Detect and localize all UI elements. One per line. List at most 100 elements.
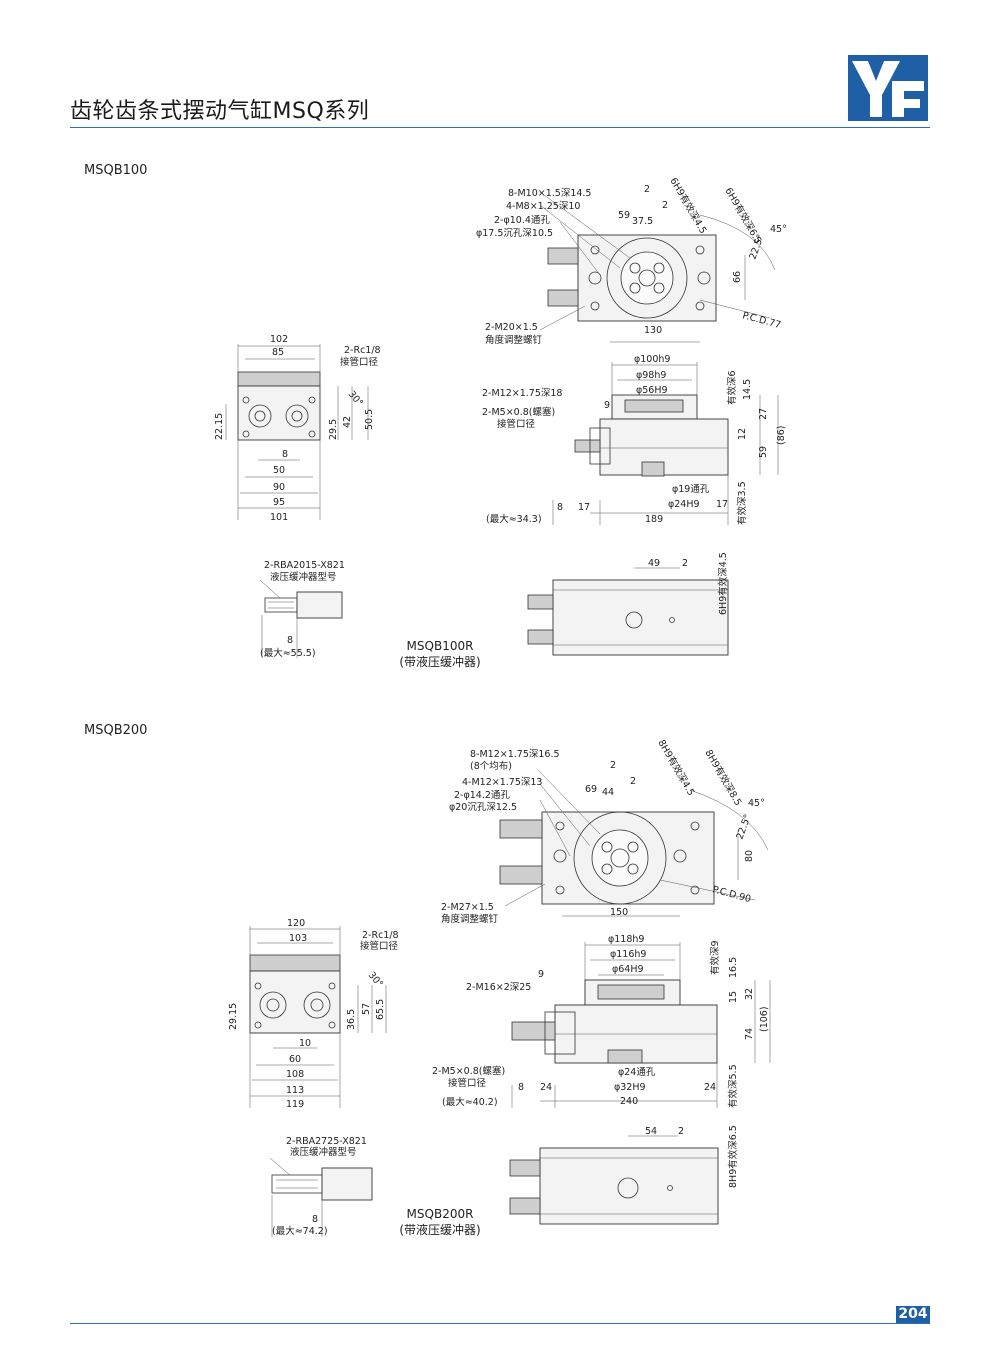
dim-95: 95: [273, 497, 285, 508]
dim-120: 120: [287, 918, 305, 929]
dim-6h9-a: 6H9有效深4.5: [667, 176, 709, 236]
dim-37-5: 37.5: [632, 216, 653, 227]
dim-66: 66: [732, 271, 743, 283]
dim-6h9-eff: 6H9有效深4.5: [717, 552, 729, 615]
dim-113: 113: [286, 1085, 304, 1096]
page-title: 齿轮齿条式摆动气缸MSQ系列: [70, 99, 370, 124]
dim-189: 189: [645, 514, 663, 525]
dim-49: 49: [648, 558, 660, 569]
note-port: 接管口径: [448, 1077, 487, 1089]
dim-30deg: 30°: [346, 389, 365, 409]
dim-17a: 17: [578, 502, 590, 513]
dim-eff-depth-6: 有效深6: [726, 370, 738, 405]
dim-24a: 24: [540, 1082, 552, 1093]
note-m10: 8-M10×1.5深14.5: [508, 188, 591, 199]
msqb200-front-view: [511, 942, 771, 1108]
msqb100-top-view: [539, 191, 776, 343]
dim-phi98: φ98h9: [636, 370, 666, 381]
note-rc18: 2-Rc1/8: [344, 345, 381, 356]
note-m20: 2-M20×1.5: [485, 322, 538, 333]
dim-240: 240: [620, 1096, 638, 1107]
dim-130: 130: [644, 325, 662, 336]
note-8-even: (8个均布): [470, 760, 512, 772]
dim-17b: 17: [716, 499, 728, 510]
note-phi24: φ24H9: [668, 499, 700, 510]
dim-44: 44: [602, 787, 614, 798]
dim-eff-depth-5-5: 有效深5.5: [727, 1064, 739, 1108]
dim-29-15: 29.15: [228, 1003, 239, 1030]
dim-8h9-b: 8H9有效深8.5: [702, 748, 744, 808]
dim-8h9-a: 8H9有效深4.5: [655, 738, 697, 798]
dim-65-5: 65.5: [375, 999, 386, 1020]
dim-phi64: φ64H9: [612, 964, 644, 975]
dim-22-5deg: 22.5°: [734, 813, 753, 841]
note-port: 接管口径: [340, 356, 379, 368]
note-buffer-model: 液压缓冲器型号: [270, 571, 337, 583]
dim-phi100: φ100h9: [634, 354, 670, 365]
dim-2b: 2: [662, 200, 668, 211]
footer-rule: [70, 1323, 930, 1324]
dim-8b: 8: [518, 1082, 524, 1093]
dim-pcd77: P.C.D.77: [741, 310, 782, 331]
header-rule: [70, 127, 930, 128]
dim-22-15: 22.15: [214, 413, 225, 440]
note-counterbore-20: φ20沉孔深12.5: [449, 802, 517, 813]
note-rc18: 2-Rc1/8: [362, 930, 399, 941]
dim-2a: 2: [610, 760, 616, 771]
section-label-msqb100: MSQB100: [84, 163, 148, 178]
dim-15: 15: [728, 991, 739, 1003]
note-m12: 2-M12×1.75深18: [482, 388, 562, 399]
variant-label: MSQB100R: [406, 639, 474, 653]
dim-59: 59: [758, 446, 769, 458]
note-max-74-2: (最大≈74.2): [272, 1225, 328, 1237]
brand-logo: [847, 54, 929, 122]
dim-pcd90: P.C.D.90: [711, 884, 752, 905]
msqb200-buffer-detail: [269, 1157, 373, 1237]
note-hole-14-2: 2-φ14.2通孔: [454, 790, 510, 801]
note-m16: 2-M16×2深25: [466, 982, 531, 993]
dim-45deg: 45°: [770, 224, 787, 235]
variant-label: MSQB200R: [406, 1207, 474, 1221]
dim-32: 32: [744, 988, 755, 1000]
dim-102: 102: [270, 334, 288, 345]
variant-sub: (带液压缓冲器): [399, 655, 481, 669]
note-max-40-2: (最大≈40.2): [442, 1096, 498, 1108]
dim-59: 59: [618, 210, 630, 221]
note-adjust-screw: 角度调整螺钉: [485, 334, 543, 346]
dim-2: 2: [682, 558, 688, 569]
dim-2a: 2: [644, 184, 650, 195]
dim-buffer-8: 8: [312, 1214, 318, 1225]
note-m12-16-5: 8-M12×1.75深16.5: [470, 749, 560, 760]
dim-119: 119: [286, 1099, 304, 1110]
dim-24b: 24: [704, 1082, 716, 1093]
dim-150: 150: [610, 907, 628, 918]
note-port: 接管口径: [497, 418, 536, 430]
dim-106: (106): [759, 1006, 770, 1032]
note-phi19: φ19通孔: [672, 484, 710, 495]
note-phi32: φ32H9: [614, 1082, 646, 1093]
note-m8: 4-M8×1.25深10: [506, 201, 580, 212]
dim-42: 42: [342, 416, 353, 428]
dim-phi118: φ118h9: [608, 934, 644, 945]
dim-eff-depth-3-5: 有效深3.5: [736, 481, 748, 525]
dim-12: 12: [737, 428, 748, 440]
dim-50: 50: [273, 465, 285, 476]
dim-8b: 8: [557, 502, 563, 513]
note-hole: 2-φ10.4通孔: [494, 215, 550, 226]
note-phi24: φ24通孔: [618, 1067, 656, 1078]
note-port: 接管口径: [360, 940, 399, 952]
dim-45deg: 45°: [748, 798, 765, 809]
dim-74: 74: [744, 1028, 755, 1040]
dim-9: 9: [604, 400, 610, 411]
dim-86: (86): [776, 425, 787, 445]
msqb100-front-view: [552, 362, 779, 525]
section-label-msqb200: MSQB200: [84, 723, 148, 738]
dim-85: 85: [272, 347, 284, 358]
dim-buffer-8: 8: [287, 635, 293, 646]
note-m12-13: 4-M12×1.75深13: [462, 777, 542, 788]
dim-16-5: 16.5: [728, 957, 739, 978]
dim-2: 2: [678, 1126, 684, 1137]
note-m5: 2-M5×0.8(螺塞): [432, 1065, 505, 1077]
msqb200-side-view: [249, 926, 387, 1108]
